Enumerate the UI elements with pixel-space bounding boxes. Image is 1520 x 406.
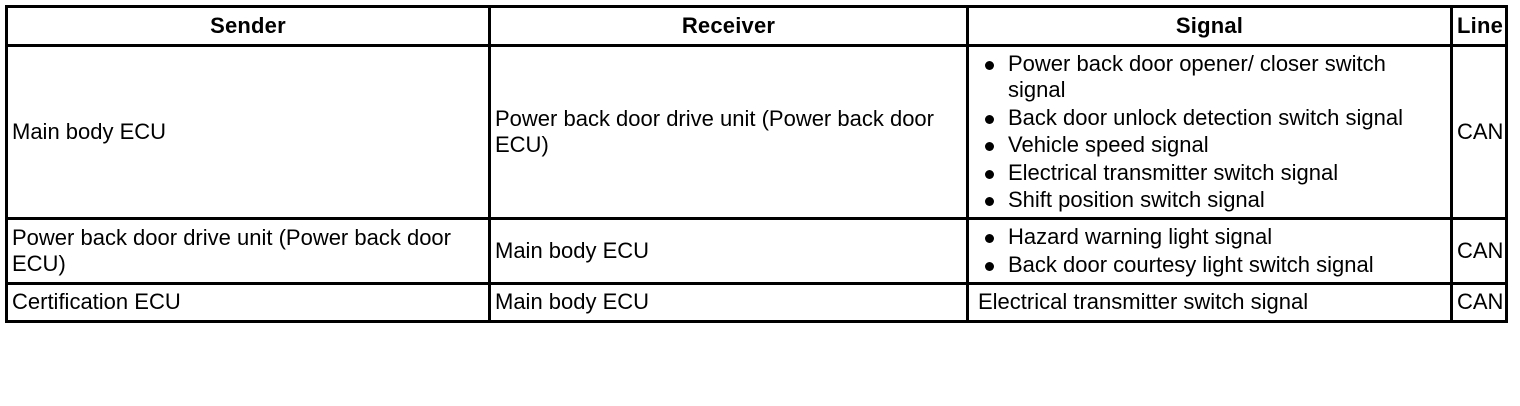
receiver-text: Main body ECU: [495, 289, 650, 315]
table-row: Main body ECU Power back door drive unit …: [5, 43, 1508, 221]
signal-bullet-item: Back door unlock detection switch signal: [973, 105, 1444, 131]
signal-bullet-item: Vehicle speed signal: [973, 132, 1444, 158]
signal-bullet-list: Power back door opener/ closer switch si…: [973, 51, 1444, 213]
sender-text: Main body ECU: [12, 118, 167, 144]
sender-text: Certification ECU: [12, 289, 181, 315]
signal-bullet-text: Back door unlock detection switch signal: [1008, 104, 1403, 130]
column-header-signal: Signal: [966, 5, 1453, 47]
bullet-icon: [985, 234, 994, 244]
sender-text: Power back door drive unit (Power back d…: [12, 224, 451, 277]
cell-sender: Main body ECU: [5, 43, 491, 221]
cell-sender: Power back door drive unit (Power back d…: [5, 217, 491, 286]
signal-bullet-item: Hazard warning light signal: [973, 224, 1444, 250]
cell-sender: Certification ECU: [5, 282, 491, 323]
signal-bullet-text: Hazard warning light signal: [1008, 224, 1273, 250]
table-body: Main body ECU Power back door drive unit …: [5, 43, 1508, 323]
cell-signal: Power back door opener/ closer switch si…: [966, 43, 1453, 221]
signal-bullet-text: Back door courtesy light switch signal: [1008, 251, 1374, 277]
signal-bullet-item: Electrical transmitter switch signal: [973, 160, 1444, 186]
cell-line: CAN: [1450, 217, 1508, 286]
line-text: CAN: [1457, 118, 1504, 144]
bullet-icon: [985, 142, 994, 152]
cell-signal: Electrical transmitter switch signal: [966, 282, 1453, 323]
bullet-icon: [985, 196, 994, 206]
line-text: CAN: [1457, 238, 1504, 264]
signal-bullet-item: Back door courtesy light switch signal: [973, 252, 1444, 278]
table-row: Certification ECU Main body ECU Electrical…: [5, 282, 1508, 323]
communication-table: Sender Receiver Signal Line Main body EC…: [5, 5, 1508, 323]
bullet-icon: [985, 261, 994, 271]
signal-text: Electrical transmitter switch signal: [978, 289, 1309, 315]
cell-receiver: Main body ECU: [488, 217, 969, 286]
signal-bullet-text: Vehicle speed signal: [1008, 132, 1209, 158]
column-header-line: Line: [1450, 5, 1508, 47]
signal-bullet-item: Power back door opener/ closer switch si…: [973, 51, 1444, 104]
column-header-sender: Sender: [5, 5, 491, 47]
signal-bullet-text: Shift position switch signal: [1008, 186, 1265, 212]
table-header: Sender Receiver Signal Line: [5, 5, 1508, 47]
cell-receiver: Main body ECU: [488, 282, 969, 323]
line-text: CAN: [1457, 289, 1504, 315]
communication-table-container: Sender Receiver Signal Line Main body EC…: [5, 5, 1508, 323]
receiver-text: Main body ECU: [495, 238, 650, 264]
signal-bullet-text: Power back door opener/ closer switch si…: [1008, 51, 1386, 103]
cell-receiver: Power back door drive unit (Power back d…: [488, 43, 969, 221]
receiver-text: Power back door drive unit (Power back d…: [495, 105, 934, 158]
bullet-icon: [985, 169, 994, 179]
signal-bullet-item: Shift position switch signal: [973, 187, 1444, 213]
signal-bullet-text: Electrical transmitter switch signal: [1008, 159, 1339, 185]
cell-line: CAN: [1450, 43, 1508, 221]
column-header-receiver: Receiver: [488, 5, 969, 47]
cell-line: CAN: [1450, 282, 1508, 323]
table-row: Power back door drive unit (Power back d…: [5, 217, 1508, 286]
table-header-row: Sender Receiver Signal Line: [5, 5, 1508, 47]
bullet-icon: [985, 61, 994, 70]
bullet-icon: [985, 114, 994, 124]
